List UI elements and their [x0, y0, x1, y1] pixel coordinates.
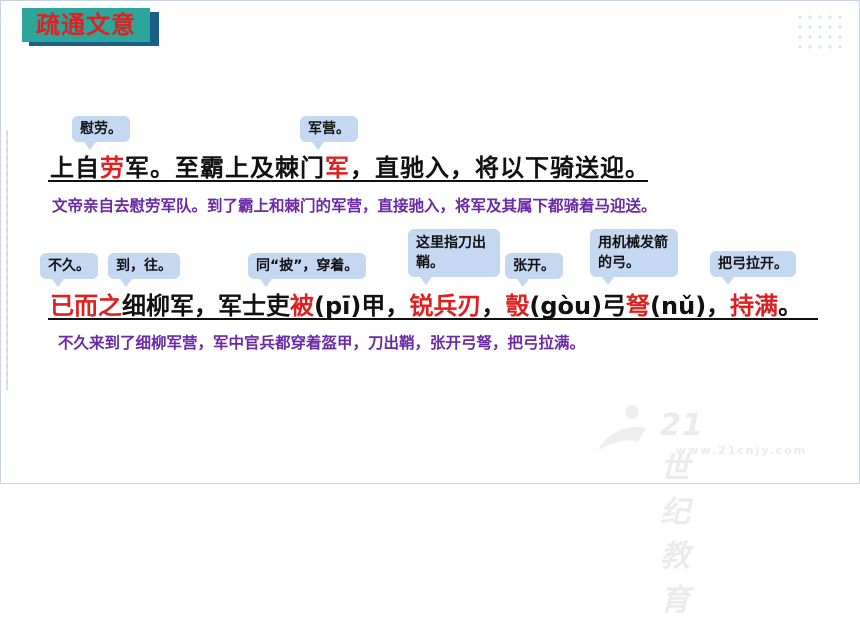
- text-segment: 军。至霸上及棘门: [125, 154, 325, 182]
- highlighted-word: 已而之: [50, 292, 122, 320]
- note-bubble-nu: 用机械发箭的弓。: [590, 229, 678, 285]
- text-segment: 上自: [50, 154, 100, 182]
- section-title: 疏通文意: [22, 8, 150, 42]
- note-bubble-zhangkai: 张开。: [505, 253, 563, 287]
- runner-logo-icon: [598, 405, 646, 450]
- note-bubble-laman: 把弓拉开。: [710, 251, 796, 285]
- note-bubble-chuqiao: 这里指刀出鞘。: [408, 229, 500, 285]
- translation-line-2: 不久来到了细柳军营，军中官兵都穿着盔甲，刀出鞘，张开弓弩，把弓拉满。: [58, 334, 586, 352]
- note-bubble-wang: 到，往。: [108, 253, 180, 287]
- highlighted-word: 弩: [626, 292, 651, 320]
- decorative-dot-grid: [795, 12, 845, 54]
- text-segment: 。: [778, 292, 803, 320]
- highlighted-word: 军: [325, 154, 350, 182]
- highlighted-word: 被: [290, 292, 314, 320]
- text-segment: ，直驰入，将以下骑送迎。: [350, 154, 650, 182]
- text-segment: ，: [481, 292, 506, 320]
- note-bubble-lao: 慰劳。: [72, 116, 130, 150]
- highlighted-word: 彀: [505, 292, 530, 320]
- watermark-logo-text: 21世纪教育: [660, 408, 704, 618]
- pinyin-segment: (pī)甲，: [314, 292, 410, 320]
- note-bubble-jiu: 不久。: [40, 253, 98, 287]
- translation-line-1: 文帝亲自去慰劳军队。到了霸上和棘门的军营，直接驰入，将军及其属下都骑着马迎送。: [52, 197, 657, 215]
- text-segment: 细柳军，军士吏: [122, 292, 290, 320]
- note-bubble-jun: 军营。: [300, 116, 358, 150]
- pinyin-segment: (gòu)弓: [529, 292, 627, 320]
- note-bubble-pi: 同“披”，穿着。: [248, 253, 367, 287]
- underline-1: [48, 180, 648, 182]
- highlighted-word: 劳: [100, 154, 125, 182]
- highlighted-word: 持满: [730, 292, 779, 320]
- classical-text-line-1: 上自劳军。至霸上及棘门军，直驰入，将以下骑送迎。: [50, 148, 650, 183]
- decorative-dotted-line: [6, 130, 8, 390]
- highlighted-word: 锐兵刃: [409, 292, 482, 320]
- classical-text-line-2: 已而之细柳军，军士吏被(pī)甲，锐兵刃，彀(gòu)弓弩(nǔ)，持满。: [50, 286, 802, 321]
- underline-2: [48, 318, 818, 320]
- watermark-url: www.21cnjy.com: [676, 444, 808, 457]
- pinyin-segment: (nǔ)，: [650, 292, 731, 320]
